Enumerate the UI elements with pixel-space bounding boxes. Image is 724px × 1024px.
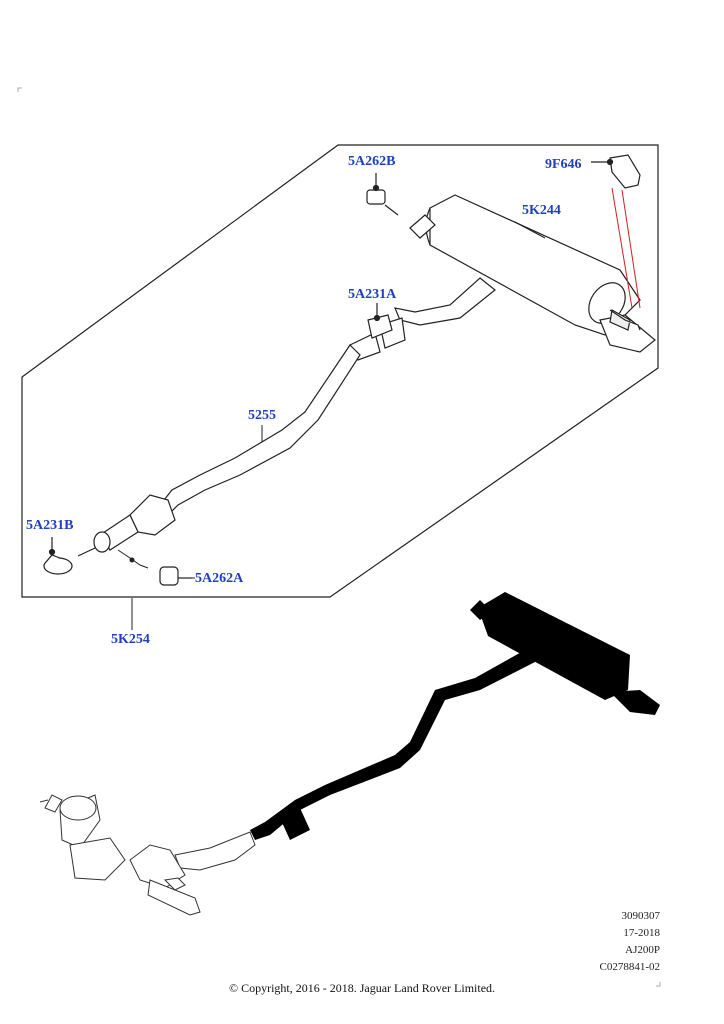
callout-5K254[interactable]: 5K254	[111, 632, 150, 647]
corner-mark-bottom	[656, 982, 661, 987]
ref-line-1: 3090307	[621, 910, 661, 922]
installed-exhaust-overview	[250, 592, 660, 840]
leader-lines	[131, 221, 546, 630]
front-pipe-5255[interactable]	[93, 344, 361, 553]
ref-line-3: AJ200P	[625, 944, 660, 956]
rubber-mount-5A262B[interactable]	[366, 173, 399, 216]
ref-line-4: C0278841-02	[599, 961, 661, 973]
reference-block: 3090307 17-2018 AJ200P C0278841-02	[600, 908, 661, 976]
callout-5255[interactable]: 5255	[248, 408, 276, 423]
clamp-5A231A[interactable]	[367, 303, 393, 339]
callout-5A231A[interactable]: 5A231A	[348, 287, 397, 302]
clamp-5A231B[interactable]	[43, 537, 96, 575]
rubber-mount-5A262A[interactable]	[159, 566, 192, 586]
callout-5A262A[interactable]: 5A262A	[195, 571, 244, 586]
leader-red-2	[621, 189, 641, 309]
sensor-wire	[117, 549, 149, 569]
rear-muffler-5K244[interactable]	[409, 194, 656, 353]
assembly-outline	[21, 144, 659, 598]
sensor-bracket-9F646[interactable]	[591, 154, 641, 331]
callout-5A231B[interactable]: 5A231B	[26, 518, 74, 533]
catalytic-converter-section	[39, 794, 256, 916]
copyright-notice: © Copyright, 2016 - 2018. Jaguar Land Ro…	[228, 981, 496, 995]
leader-red-1	[611, 187, 633, 309]
corner-mark	[17, 87, 22, 92]
callout-5A262B[interactable]: 5A262B	[348, 154, 396, 169]
overview-muffler	[478, 592, 630, 700]
callout-9F646[interactable]: 9F646	[545, 157, 582, 172]
overview-pipe	[250, 650, 535, 840]
callout-5K244[interactable]: 5K244	[522, 203, 561, 218]
ref-line-2: 17-2018	[623, 927, 660, 939]
